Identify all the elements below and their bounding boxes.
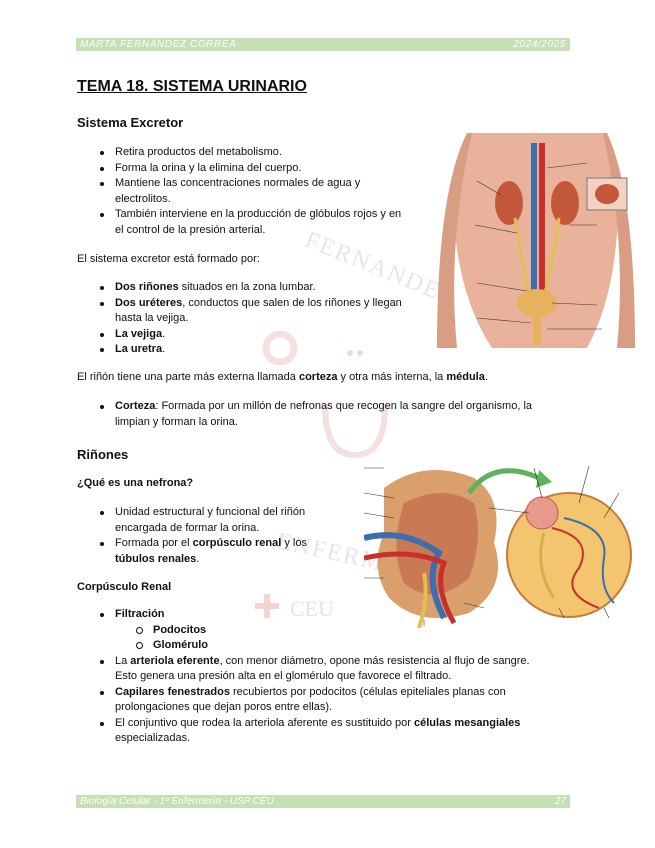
cortex-list: Corteza: Formada por un millón de nefron… [77, 399, 577, 430]
urinary-system-illustration [437, 133, 635, 348]
excretor-functions-list: Retira productos del metabolismo. Forma … [77, 145, 437, 238]
list-item: Capilares fenestrados recubiertos por po… [77, 685, 577, 716]
header-band: MARTA FERNÁNDEZ CORREA 2024/2025 [76, 38, 570, 51]
list-item: También interviene en la producción de g… [77, 207, 437, 238]
list-item: Mantiene las concentraciones normales de… [77, 176, 437, 207]
watermark-logo: CEU [255, 594, 334, 621]
list-item: Dos riñones situados en la zona lumbar. [77, 280, 437, 296]
page-number: 27 [554, 796, 566, 807]
corpusculo-list: Filtración Podocitos Glomérulo La arteri… [77, 607, 577, 747]
nephron-list: Unidad estructural y funcional del riñón… [77, 505, 367, 567]
list-item: Filtración Podocitos Glomérulo [77, 607, 577, 654]
nephron-illustration [364, 465, 632, 628]
filtracion-sublist: Podocitos Glomérulo [115, 623, 577, 654]
list-item: El conjuntivo que rodea la arteriola afe… [77, 716, 577, 747]
watermark-logo-text: CEU [290, 596, 334, 621]
footer-course: Biología Celular - 1º Enfermería - USP C… [80, 796, 274, 807]
list-item: La uretra. [77, 342, 437, 358]
excretor-parts-list: Dos riñones situados en la zona lumbar. … [77, 280, 437, 358]
kidney-parts-paragraph: El riñón tiene una parte más externa lla… [77, 371, 488, 383]
list-item: Retira productos del metabolismo. [77, 145, 437, 161]
watermark-seal [262, 330, 388, 459]
list-item: Corteza: Formada por un millón de nefron… [77, 399, 577, 430]
section-heading-excretor: Sistema Excretor [77, 115, 184, 130]
list-item: La vejiga. [77, 327, 437, 343]
corpusculo-heading: Corpúsculo Renal [77, 581, 172, 593]
header-author: MARTA FERNÁNDEZ CORREA [80, 39, 237, 50]
header-year: 2024/2025 [513, 39, 566, 50]
list-item: Dos uréteres, conductos que salen de los… [77, 296, 437, 327]
footer-band: Biología Celular - 1º Enfermería - USP C… [76, 795, 570, 808]
nephron-question: ¿Qué es una nefrona? [77, 477, 194, 489]
list-item: Forma la orina y la elimina del cuerpo. [77, 161, 437, 177]
list-item: Unidad estructural y funcional del riñón… [77, 505, 367, 536]
sub-list-item: Glomérulo [115, 638, 577, 654]
section-heading-rinones: Riñones [77, 447, 129, 462]
list-item: La arteriola eferente, con menor diámetr… [77, 654, 577, 685]
formed-by-text: El sistema excretor está formado por: [77, 253, 260, 265]
sub-list-item: Podocitos [115, 623, 577, 639]
page-title: TEMA 18. SISTEMA URINARIO [77, 78, 307, 95]
